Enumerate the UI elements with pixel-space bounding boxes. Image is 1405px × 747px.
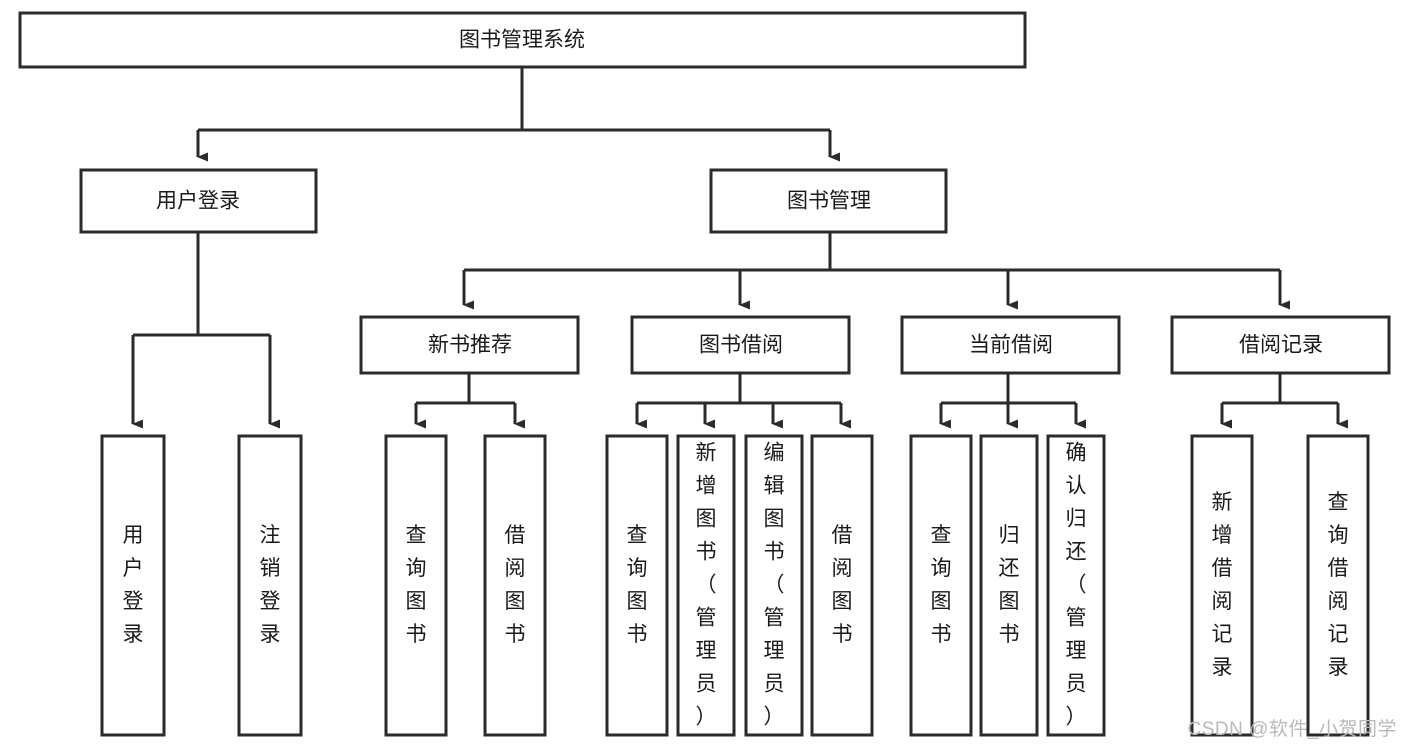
node-leaf-return-book-box[interactable] — [979, 434, 1039, 737]
node-leaf-add-book-label: 新增图书（管理员） — [696, 442, 717, 729]
node-leaf-query-book-1[interactable]: 查询图书 — [384, 434, 448, 737]
node-new-book-recommend-label: 新书推荐 — [428, 334, 512, 357]
node-leaf-borrow-book-2-label: 借阅图书 — [832, 524, 853, 646]
node-current-borrow-box[interactable] — [900, 315, 1121, 375]
node-new-book-recommend-box[interactable] — [359, 315, 580, 375]
node-book-management-box[interactable] — [709, 168, 948, 234]
node-user-login-label: 用户登录 — [156, 190, 240, 213]
node-user-login-box[interactable] — [79, 168, 318, 234]
connector-group-book-borrow — [635, 373, 851, 429]
connector-group-current-borrow — [939, 373, 1086, 429]
node-leaf-query-book-3-box[interactable] — [909, 434, 973, 737]
node-leaf-query-book-1-label: 查询图书 — [406, 524, 427, 646]
node-leaf-logout-login-box[interactable] — [237, 434, 303, 737]
node-current-borrow-label: 当前借阅 — [969, 334, 1053, 357]
node-borrow-record-box[interactable] — [1170, 315, 1391, 375]
node-leaf-return-book[interactable]: 归还图书 — [979, 434, 1039, 737]
node-book-management[interactable]: 图书管理 — [709, 168, 948, 234]
node-leaf-logout-login[interactable]: 注销登录 — [237, 434, 303, 737]
node-leaf-return-book-label: 归还图书 — [999, 524, 1020, 646]
node-leaf-borrow-book-1[interactable]: 借阅图书 — [483, 434, 547, 737]
node-root[interactable]: 图书管理系统 — [18, 11, 1027, 69]
node-book-borrow[interactable]: 图书借阅 — [630, 315, 851, 375]
connector-group-root — [196, 67, 840, 162]
node-root-label: 图书管理系统 — [459, 29, 585, 52]
node-leaf-borrow-book-1-label: 借阅图书 — [505, 524, 526, 646]
node-leaf-user-login-label: 用户登录 — [123, 524, 144, 646]
node-leaf-add-book[interactable]: 新增图书（管理员） — [676, 434, 736, 737]
node-leaf-query-record-label: 查询借阅记录 — [1328, 491, 1349, 679]
node-book-borrow-label: 图书借阅 — [699, 334, 783, 357]
node-leaf-add-record-label: 新增借阅记录 — [1212, 491, 1233, 679]
node-leaf-borrow-book-2-box[interactable] — [810, 434, 874, 737]
node-root-box[interactable] — [18, 11, 1027, 69]
node-user-login[interactable]: 用户登录 — [79, 168, 318, 234]
node-leaf-edit-book[interactable]: 编辑图书（管理员） — [744, 434, 804, 737]
node-leaf-query-book-3-label: 查询图书 — [931, 524, 952, 646]
connector-group-new-book-recommend — [414, 373, 525, 429]
node-borrow-record[interactable]: 借阅记录 — [1170, 315, 1391, 375]
node-leaf-edit-book-box[interactable] — [744, 434, 804, 737]
node-borrow-record-label: 借阅记录 — [1239, 334, 1323, 357]
node-leaf-query-book-2[interactable]: 查询图书 — [605, 434, 669, 737]
node-leaf-logout-login-label: 注销登录 — [260, 524, 281, 646]
node-leaf-query-book-2-box[interactable] — [605, 434, 669, 737]
connector-group-user-login — [131, 232, 280, 429]
node-leaf-query-record[interactable]: 查询借阅记录 — [1306, 434, 1370, 737]
node-leaf-add-record[interactable]: 新增借阅记录 — [1190, 434, 1254, 737]
node-leaf-query-book-3[interactable]: 查询图书 — [909, 434, 973, 737]
node-leaf-query-book-2-label: 查询图书 — [627, 524, 648, 646]
node-leaf-user-login-box[interactable] — [100, 434, 166, 737]
node-leaf-query-book-1-box[interactable] — [384, 434, 448, 737]
node-leaf-confirm-return-box[interactable] — [1046, 434, 1106, 737]
node-new-book-recommend[interactable]: 新书推荐 — [359, 315, 580, 375]
node-book-management-label: 图书管理 — [787, 190, 871, 213]
node-leaf-confirm-return[interactable]: 确认归还（管理员） — [1046, 434, 1106, 737]
node-book-borrow-box[interactable] — [630, 315, 851, 375]
node-leaf-edit-book-label: 编辑图书（管理员） — [764, 442, 785, 729]
node-leaf-add-book-box[interactable] — [676, 434, 736, 737]
node-current-borrow[interactable]: 当前借阅 — [900, 315, 1121, 375]
node-leaf-add-record-box[interactable] — [1190, 434, 1254, 737]
node-leaf-confirm-return-label: 确认归还（管理员） — [1066, 442, 1087, 729]
node-leaf-user-login[interactable]: 用户登录 — [100, 434, 166, 737]
node-leaf-borrow-book-1-box[interactable] — [483, 434, 547, 737]
connector-group-borrow-record — [1220, 373, 1348, 429]
node-leaf-query-record-box[interactable] — [1306, 434, 1370, 737]
connector-group-book-management — [462, 232, 1290, 310]
node-leaf-borrow-book-2[interactable]: 借阅图书 — [810, 434, 874, 737]
